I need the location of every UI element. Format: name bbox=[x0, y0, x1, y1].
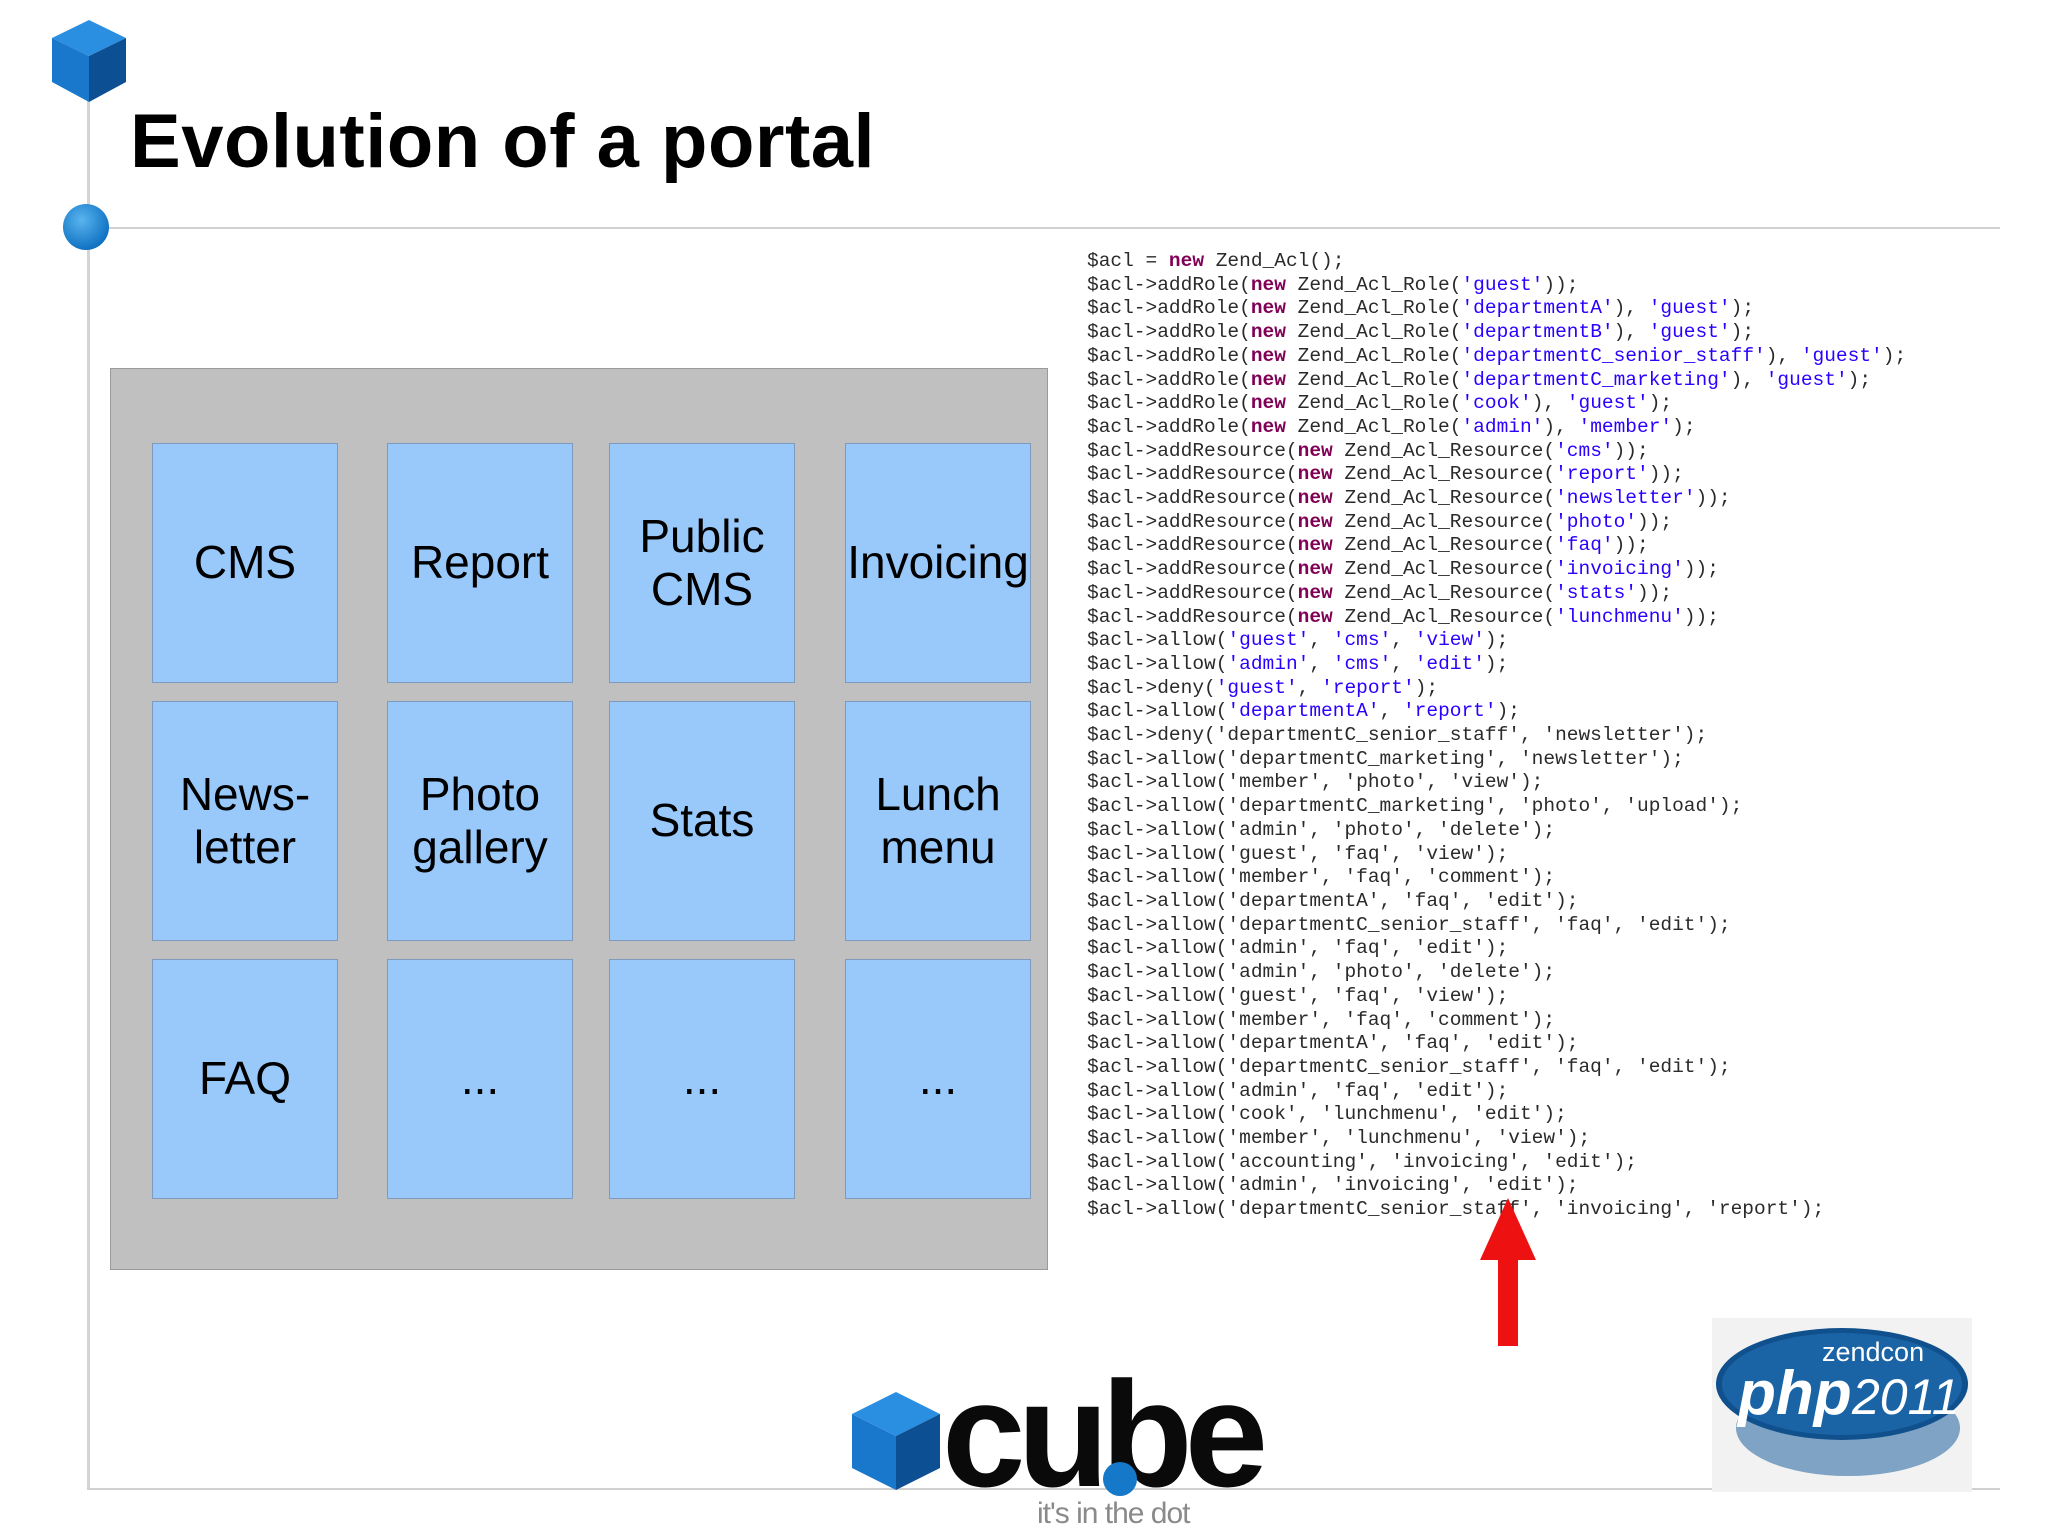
module-photo-gallery: Photo gallery bbox=[387, 701, 573, 941]
code-line: $acl->allow('departmentC_senior_staff', … bbox=[1087, 1198, 1825, 1221]
module-report: Report bbox=[387, 443, 573, 683]
module-label: ... bbox=[460, 1052, 500, 1105]
slide-frame-top-line bbox=[87, 227, 2000, 229]
code-line: $acl->allow('departmentA', 'faq', 'edit'… bbox=[1087, 889, 1579, 912]
zendcon-php-2011-logo: zendcon php 2011 bbox=[1712, 1318, 1972, 1492]
module-stats: Stats bbox=[609, 701, 795, 941]
year-label: 2011 bbox=[1851, 1369, 1960, 1425]
code-line: $acl->allow('guest', 'cms', 'view'); bbox=[1087, 629, 1509, 652]
red-arrow-up-icon bbox=[1480, 1198, 1536, 1346]
portal-panel: CMS Report Public CMS Invoicing News- le… bbox=[110, 368, 1048, 1270]
code-line: $acl->allow('admin', 'faq', 'edit'); bbox=[1087, 1079, 1509, 1102]
code-line: $acl->deny('departmentC_senior_staff', '… bbox=[1087, 724, 1708, 747]
code-line: $acl->allow('departmentC_senior_staff', … bbox=[1087, 1055, 1731, 1078]
cube-wordmark: cube bbox=[942, 1352, 1264, 1518]
code-line: $acl->addRole(new Zend_Acl_Role('departm… bbox=[1087, 368, 1872, 391]
php-label: php bbox=[1736, 1359, 1852, 1428]
cube-icon bbox=[52, 20, 126, 102]
acl-code-listing: $acl = new Zend_Acl(); $acl->addRole(new… bbox=[1087, 250, 1906, 1222]
code-line: $acl->allow('admin', 'cms', 'edit'); bbox=[1087, 652, 1509, 675]
module-label: ... bbox=[682, 1052, 722, 1105]
module-label: Report bbox=[410, 536, 550, 589]
code-line: $acl->addResource(new Zend_Acl_Resource(… bbox=[1087, 439, 1649, 462]
code-line: $acl->allow('member', 'faq', 'comment'); bbox=[1087, 866, 1556, 889]
module-placeholder: ... bbox=[387, 959, 573, 1199]
module-label: FAQ bbox=[198, 1052, 292, 1105]
module-cms: CMS bbox=[152, 443, 338, 683]
code-line: $acl->addRole(new Zend_Acl_Role('cook'),… bbox=[1087, 392, 1673, 415]
cube-logo: cube it's in the dot bbox=[852, 1352, 1272, 1530]
module-label: Lunch menu bbox=[875, 767, 1001, 873]
module-label: Invoicing bbox=[847, 536, 1029, 589]
code-line: $acl->allow('departmentC_marketing', 'ne… bbox=[1087, 747, 1684, 770]
code-line: $acl->allow('departmentA', 'report'); bbox=[1087, 700, 1520, 723]
cube-tagline: it's in the dot bbox=[1037, 1497, 1191, 1530]
code-line: $acl->addResource(new Zend_Acl_Resource(… bbox=[1087, 463, 1684, 486]
code-line: $acl->addResource(new Zend_Acl_Resource(… bbox=[1087, 534, 1649, 557]
code-line: $acl->addRole(new Zend_Acl_Role('departm… bbox=[1087, 297, 1755, 320]
zendcon-label: zendcon bbox=[1822, 1337, 1924, 1367]
module-newsletter: News- letter bbox=[152, 701, 338, 941]
code-line: $acl->addRole(new Zend_Acl_Role('departm… bbox=[1087, 344, 1907, 367]
module-faq: FAQ bbox=[152, 959, 338, 1199]
module-public-cms: Public CMS bbox=[609, 443, 795, 683]
code-line: $acl->allow('admin', 'faq', 'edit'); bbox=[1087, 937, 1509, 960]
code-line: $acl->addResource(new Zend_Acl_Resource(… bbox=[1087, 487, 1731, 510]
code-line: $acl->allow('accounting', 'invoicing', '… bbox=[1087, 1150, 1637, 1173]
code-line: $acl->addRole(new Zend_Acl_Role('departm… bbox=[1087, 321, 1755, 344]
code-line: $acl->allow('member', 'lunchmenu', 'view… bbox=[1087, 1127, 1591, 1150]
code-line: $acl->addResource(new Zend_Acl_Resource(… bbox=[1087, 558, 1719, 581]
code-line: $acl->addResource(new Zend_Acl_Resource(… bbox=[1087, 581, 1673, 604]
code-line: $acl->addRole(new Zend_Acl_Role('admin')… bbox=[1087, 415, 1696, 438]
code-line: $acl->addResource(new Zend_Acl_Resource(… bbox=[1087, 510, 1673, 533]
blue-dot-icon bbox=[63, 204, 109, 250]
code-line: $acl->addRole(new Zend_Acl_Role('guest')… bbox=[1087, 273, 1579, 296]
code-line: $acl->allow('admin', 'photo', 'delete'); bbox=[1087, 961, 1556, 984]
code-line: $acl = new Zend_Acl(); bbox=[1087, 250, 1345, 272]
slide-frame-vertical-line bbox=[87, 100, 90, 1490]
code-line: $acl->addResource(new Zend_Acl_Resource(… bbox=[1087, 605, 1719, 628]
code-line: $acl->deny('guest', 'report'); bbox=[1087, 676, 1439, 699]
code-line: $acl->allow('departmentC_senior_staff', … bbox=[1087, 913, 1731, 936]
module-lunch-menu: Lunch menu bbox=[845, 701, 1031, 941]
module-placeholder: ... bbox=[845, 959, 1031, 1199]
code-line: $acl->allow('cook', 'lunchmenu', 'edit')… bbox=[1087, 1103, 1567, 1126]
module-label: ... bbox=[918, 1052, 958, 1105]
module-label: Stats bbox=[649, 794, 755, 847]
module-label: Photo gallery bbox=[412, 767, 548, 873]
code-line: $acl->allow('guest', 'faq', 'view'); bbox=[1087, 842, 1509, 865]
slide-title: Evolution of a portal bbox=[130, 99, 876, 184]
code-line: $acl->allow('member', 'faq', 'comment'); bbox=[1087, 1008, 1556, 1031]
module-label: Public CMS bbox=[639, 509, 765, 615]
module-label: News- letter bbox=[179, 767, 311, 873]
slide-frame-bottom-line bbox=[87, 1488, 2000, 1490]
code-line: $acl->allow('admin', 'photo', 'delete'); bbox=[1087, 818, 1556, 841]
code-line: $acl->allow('member', 'photo', 'view'); bbox=[1087, 771, 1544, 794]
code-line: $acl->allow('admin', 'invoicing', 'edit'… bbox=[1087, 1174, 1579, 1197]
module-label: CMS bbox=[193, 536, 297, 589]
code-line: $acl->allow('guest', 'faq', 'view'); bbox=[1087, 984, 1509, 1007]
module-invoicing: Invoicing bbox=[845, 443, 1031, 683]
code-line: $acl->allow('departmentA', 'faq', 'edit'… bbox=[1087, 1032, 1579, 1055]
code-line: $acl->allow('departmentC_marketing', 'ph… bbox=[1087, 795, 1743, 818]
module-placeholder: ... bbox=[609, 959, 795, 1199]
